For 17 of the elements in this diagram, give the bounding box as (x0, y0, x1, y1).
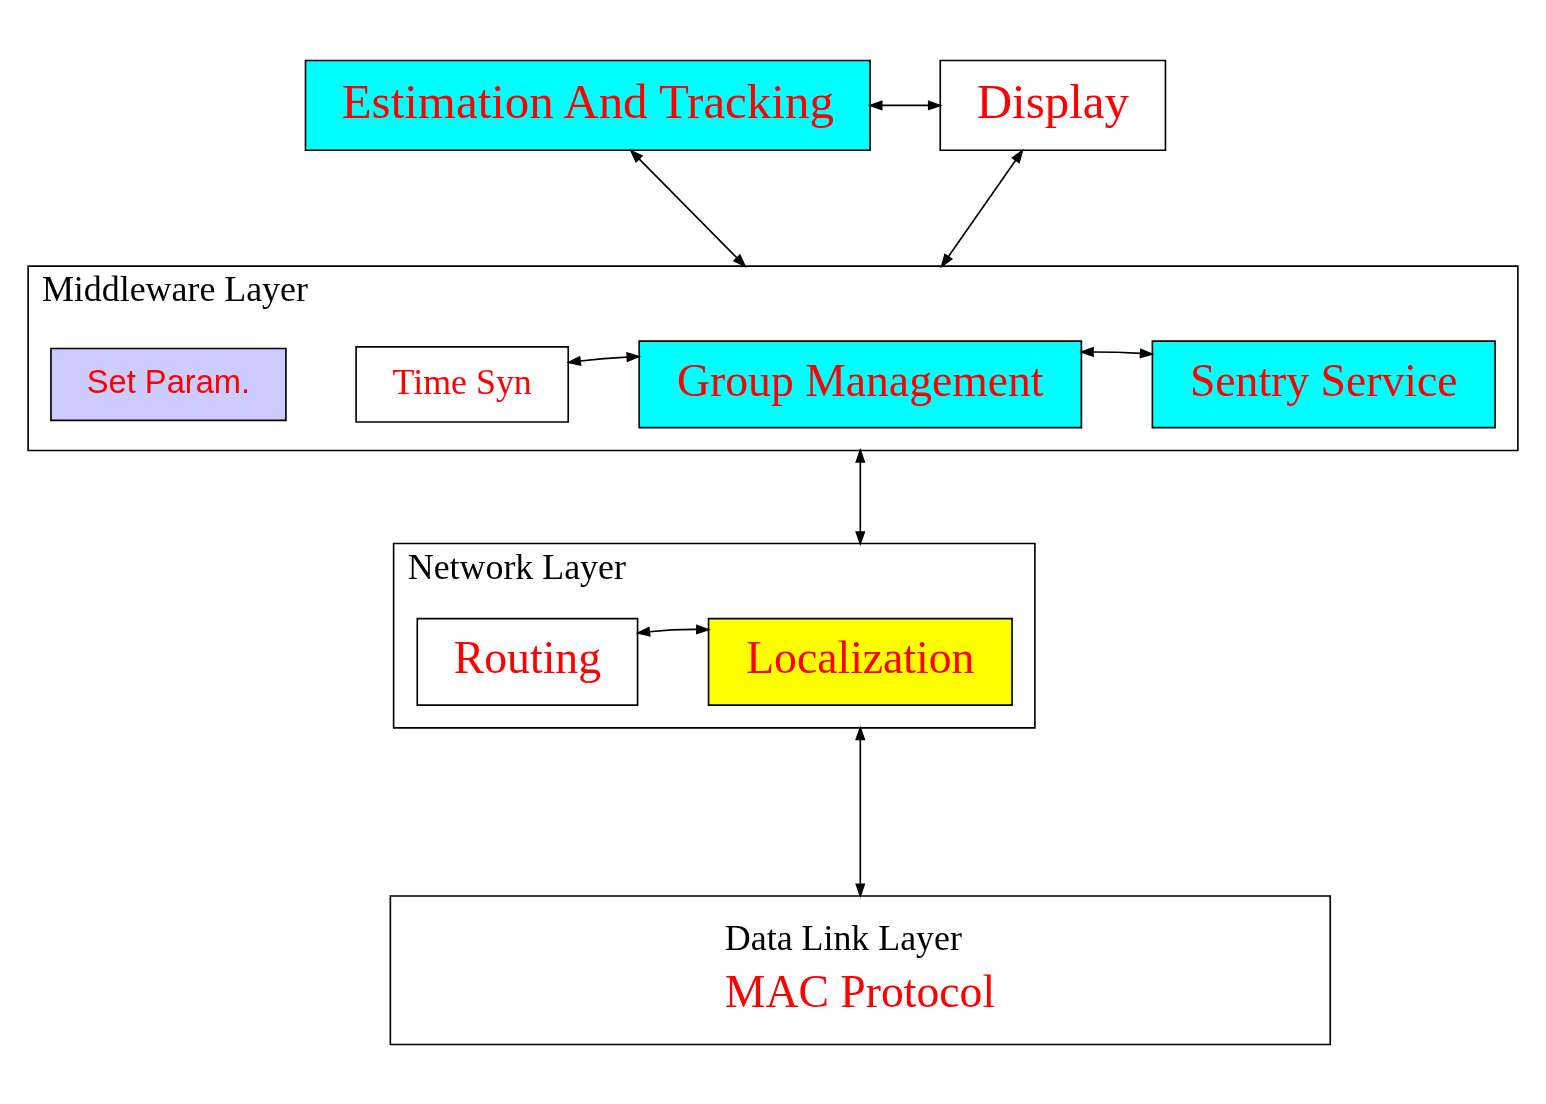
node-box: Set Param. (50, 347, 287, 421)
node-box: Time Syn (355, 345, 570, 423)
node-box: Localization (707, 617, 1013, 706)
arrow (635, 623, 711, 637)
arrow (566, 351, 642, 366)
node-box: Data Link Layer MAC Protocol (389, 894, 1332, 1045)
node-box: Estimation And Tracking (304, 59, 871, 151)
arrow (867, 99, 943, 111)
arrow (855, 724, 866, 898)
arrow (855, 447, 866, 546)
node-box: Display (939, 59, 1167, 151)
node-box: Sentry Service (1151, 339, 1496, 428)
arrow (629, 148, 747, 268)
arrow (940, 148, 1024, 268)
arrow (1079, 346, 1155, 358)
node-box: Group Management (638, 339, 1083, 428)
node-box: Routing (416, 617, 639, 706)
